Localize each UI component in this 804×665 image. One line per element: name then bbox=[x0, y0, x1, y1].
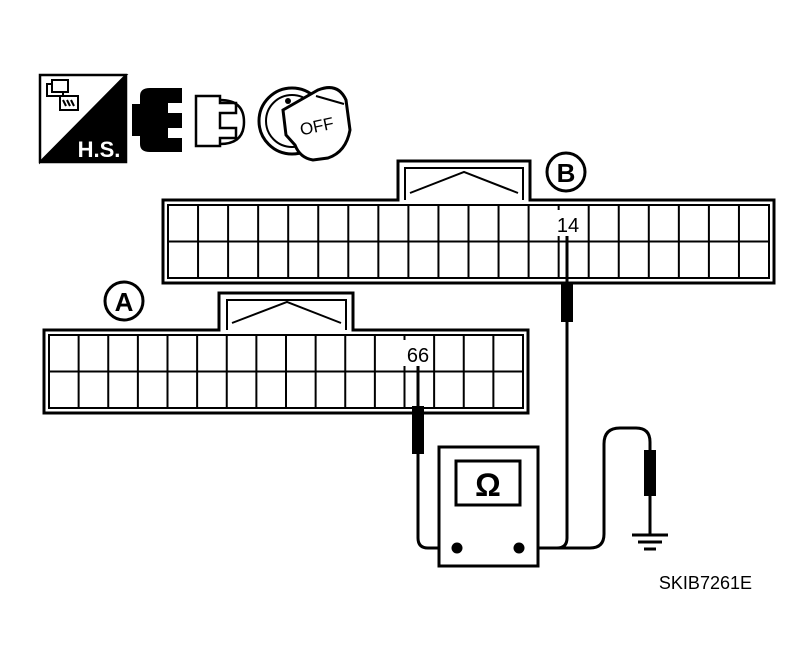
harness-connector-icon bbox=[46, 79, 79, 111]
connector-a bbox=[42, 291, 530, 415]
pin-66-label: 66 bbox=[407, 345, 429, 367]
meter-terminal-left bbox=[451, 542, 463, 554]
ignition-key-icon: OFF bbox=[257, 86, 352, 162]
connector-b-cavities bbox=[168, 205, 769, 278]
ground-probe-lead bbox=[519, 426, 656, 550]
ohm-symbol: Ω bbox=[475, 467, 501, 503]
connector-a-cavities bbox=[49, 335, 523, 408]
pin-14-label: 14 bbox=[557, 215, 579, 237]
connector-b bbox=[161, 159, 776, 285]
ground-icon bbox=[632, 533, 668, 551]
ohmmeter: Ω bbox=[437, 445, 540, 568]
probe-to-pin-66 bbox=[412, 366, 457, 550]
harness-badge-icon: H.S. bbox=[38, 73, 129, 165]
connector-b-callout: B bbox=[545, 151, 587, 193]
figure-code: SKIB7261E bbox=[659, 573, 752, 593]
meter-terminal-right bbox=[513, 542, 525, 554]
connector-a-callout: A bbox=[103, 280, 145, 322]
connector-disconnected-icon bbox=[132, 88, 246, 152]
connector-b-label: B bbox=[557, 158, 576, 188]
connector-a-label: A bbox=[115, 287, 134, 317]
harness-badge-label: H.S. bbox=[78, 137, 121, 162]
